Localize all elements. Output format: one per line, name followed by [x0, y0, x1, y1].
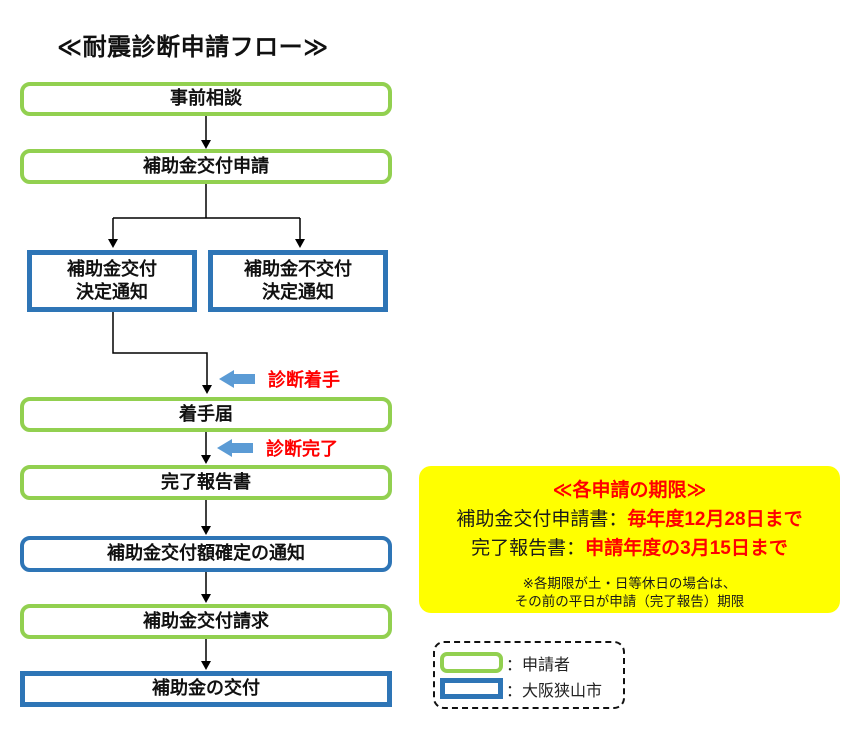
- box-start-notification: 着手届: [20, 397, 392, 432]
- box-label: 完了報告書: [161, 471, 251, 492]
- box-label-line1: 補助金不交付: [244, 258, 352, 279]
- box-preliminary-consultation: 事前相談: [20, 82, 392, 116]
- annotation-diagnosis-start: 診断着手: [219, 369, 340, 390]
- deadline-line-completion-report: 完了報告書：申請年度の3月15日まで: [419, 533, 840, 560]
- page-title: ≪耐震診断申請フロー≫: [57, 34, 329, 61]
- box-label-line2: 決定通知: [76, 282, 148, 302]
- box-completion-report: 完了報告書: [20, 465, 392, 500]
- box-label: 事前相談: [170, 88, 242, 109]
- box-label: 補助金交付額確定の通知: [107, 543, 305, 564]
- box-subsidy-grant-application: 補助金交付申請: [20, 149, 392, 184]
- box-label: 補助金交付請求: [143, 610, 269, 631]
- box-label-line1: 補助金交付: [67, 258, 157, 279]
- annotation-label: 診断着手: [268, 370, 340, 390]
- box-subsidy-payment: 補助金の交付: [20, 671, 392, 707]
- box-no-grant-decision-notice: 補助金不交付 決定通知: [208, 250, 388, 312]
- deadline-line-value: 毎年度12月28日まで: [627, 509, 803, 530]
- box-label: 着手届: [179, 403, 233, 424]
- legend-panel: ：申請者 ：大阪狭山市: [433, 641, 625, 709]
- box-label-line2: 決定通知: [262, 282, 334, 302]
- legend-swatch-applicant: [440, 652, 503, 673]
- deadline-line-prefix: 完了報告書：: [471, 538, 586, 559]
- deadline-holiday-note: ※各期限が土・日等休日の場合は、 その前の平日が申請（完了報告）期限: [419, 575, 840, 610]
- legend-swatch-city: [440, 678, 503, 699]
- box-label: 補助金交付 決定通知: [67, 258, 157, 305]
- box-label: 補助金不交付 決定通知: [244, 258, 352, 305]
- legend-label-city: ：大阪狭山市: [506, 682, 603, 700]
- legend-label-applicant: ：申請者: [506, 656, 571, 674]
- deadline-line-value: 申請年度の3月15日まで: [585, 538, 788, 559]
- box-grant-amount-confirmation-notice: 補助金交付額確定の通知: [20, 536, 392, 572]
- box-label: 補助金交付申請: [143, 155, 269, 176]
- deadline-title: ≪各申請の期限≫: [552, 480, 707, 501]
- box-label: 補助金の交付: [152, 678, 260, 699]
- legend-row-city: ：大阪狭山市: [440, 677, 623, 700]
- deadline-note-line2: その前の平日が申請（完了報告）期限: [514, 593, 745, 609]
- box-grant-decision-notice: 補助金交付 決定通知: [27, 250, 197, 312]
- box-subsidy-payment-request: 補助金交付請求: [20, 604, 392, 639]
- annotation-diagnosis-complete: 診断完了: [217, 438, 338, 459]
- deadline-note-line1: ※各期限が土・日等休日の場合は、: [522, 576, 737, 591]
- deadline-line-prefix: 補助金交付申請書：: [456, 509, 628, 530]
- left-block-arrow-icon: [217, 439, 253, 457]
- deadline-line-application: 補助金交付申請書：毎年度12月28日まで: [419, 504, 840, 531]
- annotation-label: 診断完了: [266, 439, 338, 459]
- left-block-arrow-icon: [219, 370, 255, 388]
- deadline-panel: ≪各申請の期限≫ 補助金交付申請書：毎年度12月28日まで 完了報告書：申請年度…: [419, 466, 840, 613]
- legend-row-applicant: ：申請者: [440, 651, 623, 674]
